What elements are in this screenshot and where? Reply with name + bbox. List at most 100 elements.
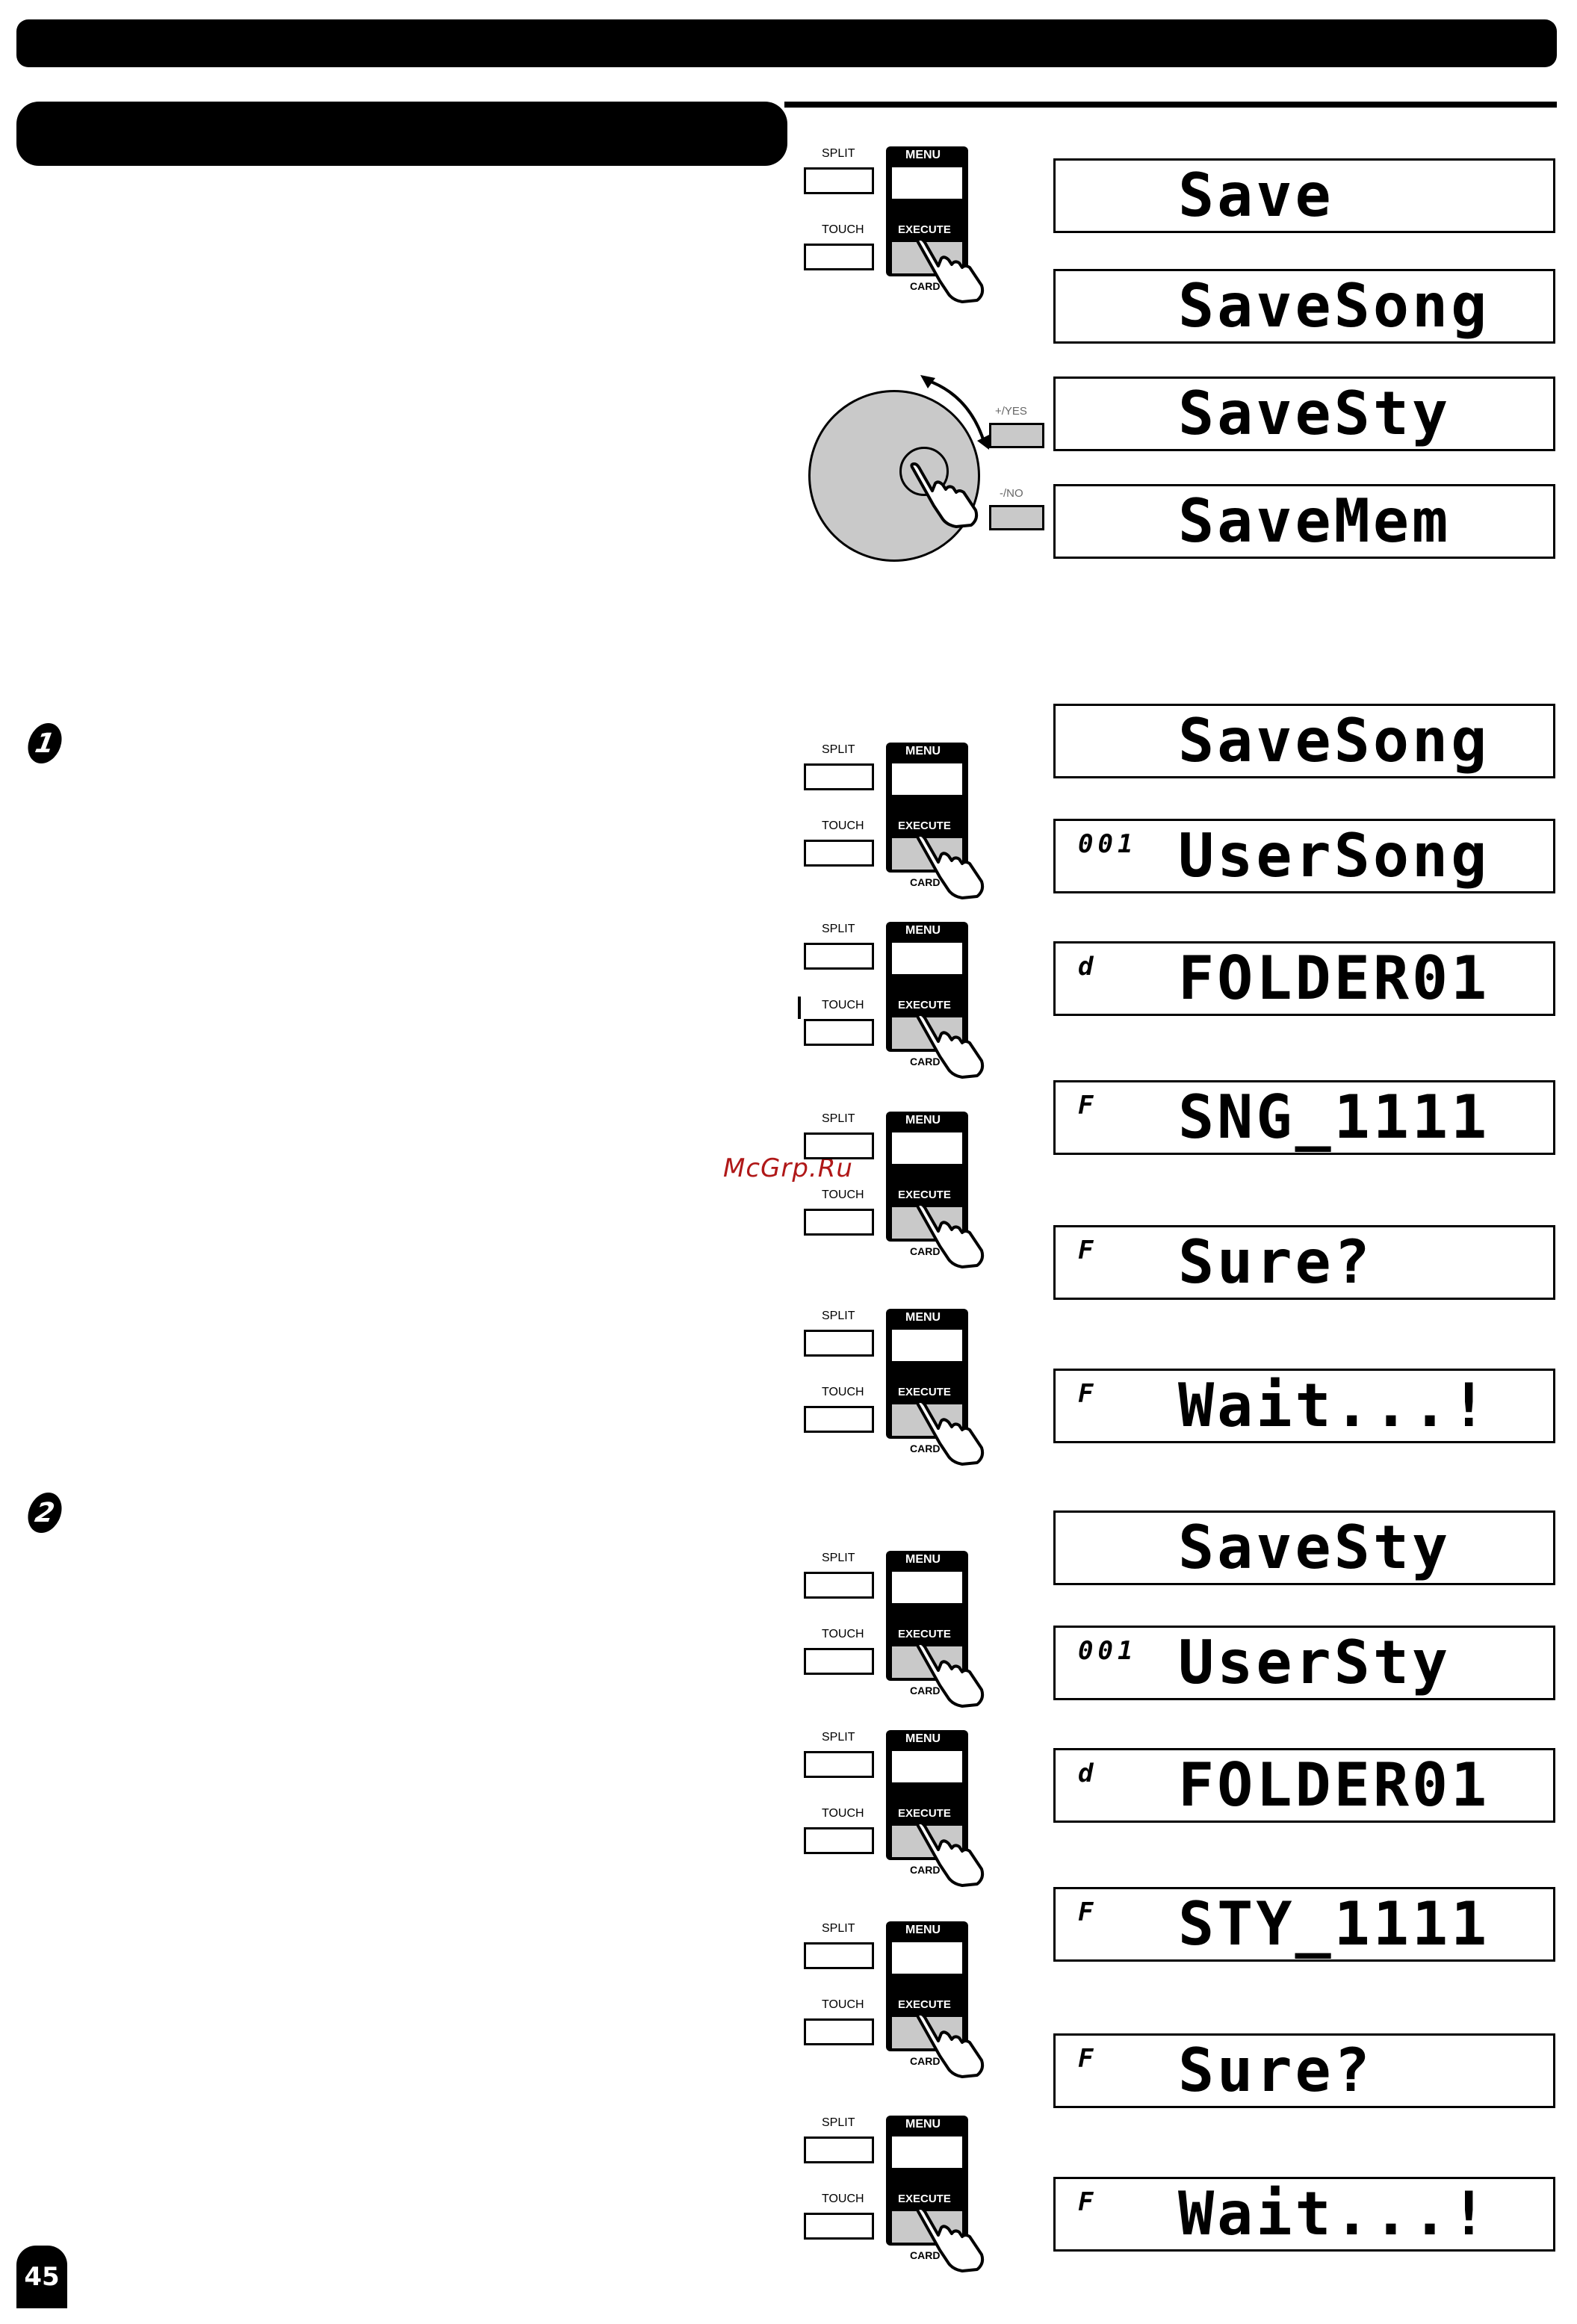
card-label: CARD <box>910 1685 941 1696</box>
no-button[interactable] <box>989 505 1044 530</box>
split-button[interactable] <box>804 1330 874 1357</box>
card-label: CARD <box>910 280 941 292</box>
yes-label: +/YES <box>995 405 1027 418</box>
split-button[interactable] <box>804 763 874 790</box>
split-button[interactable] <box>804 167 874 194</box>
lcd-display: SaveSty <box>1053 377 1555 451</box>
edge-mark <box>798 997 801 1019</box>
lcd-display: SaveMem <box>1053 484 1555 559</box>
step-1-bullet: 1 <box>25 723 65 763</box>
execute-label: EXECUTE <box>898 1628 951 1640</box>
lcd-text: FOLDER01 <box>1178 943 1490 1013</box>
menu-button[interactable] <box>892 167 962 199</box>
touch-button[interactable] <box>804 840 874 867</box>
card-label: CARD <box>910 2055 941 2067</box>
execute-label: EXECUTE <box>898 819 951 832</box>
split-button[interactable] <box>804 1132 874 1159</box>
pointing-hand-icon <box>916 834 985 899</box>
lcd-display: F SNG_1111 <box>1053 1080 1555 1155</box>
menu-button[interactable] <box>892 1942 962 1974</box>
lcd-text: SaveMem <box>1178 486 1451 556</box>
button-panel: SPLIT TOUCH MENU EXECUTE CARD <box>802 922 1004 1079</box>
pointing-hand-icon <box>916 1821 985 1887</box>
execute-label: EXECUTE <box>898 1386 951 1398</box>
split-label: SPLIT <box>822 923 855 935</box>
lcd-text: Sure? <box>1178 2036 1373 2105</box>
pointing-hand-icon <box>916 1400 985 1466</box>
card-label: CARD <box>910 2249 941 2261</box>
button-panel: SPLIT TOUCH MENU EXECUTE CARD <box>802 2116 1004 2272</box>
button-panel: SPLIT TOUCH MENU EXECUTE CARD <box>802 1112 1004 1268</box>
menu-button[interactable] <box>892 1751 962 1782</box>
lcd-text: FOLDER01 <box>1178 1750 1490 1820</box>
lcd-text: UserSty <box>1178 1628 1451 1697</box>
split-button[interactable] <box>804 1572 874 1599</box>
menu-label: MENU <box>905 1114 941 1127</box>
split-button[interactable] <box>804 943 874 970</box>
yes-button[interactable] <box>989 423 1044 448</box>
touch-button[interactable] <box>804 2213 874 2240</box>
split-button[interactable] <box>804 1942 874 1969</box>
lcd-text: SaveSty <box>1178 1513 1451 1582</box>
pointing-hand-icon <box>916 2012 985 2078</box>
menu-label: MENU <box>905 1732 941 1745</box>
execute-label: EXECUTE <box>898 1998 951 2011</box>
touch-label: TOUCH <box>822 1628 864 1640</box>
lcd-text: Wait...! <box>1178 1371 1490 1440</box>
lcd-text: Wait...! <box>1178 2179 1490 2249</box>
page-number: 45 <box>16 2246 67 2308</box>
menu-label: MENU <box>905 924 941 937</box>
section-rule <box>784 102 1557 108</box>
lcd-display: F Wait...! <box>1053 2177 1555 2252</box>
menu-button[interactable] <box>892 1132 962 1164</box>
button-panel: SPLIT TOUCH MENU EXECUTE CARD <box>802 1921 1004 2078</box>
card-label: CARD <box>910 1245 941 1257</box>
touch-label: TOUCH <box>822 1386 864 1398</box>
split-button[interactable] <box>804 2136 874 2163</box>
lcd-text: Save <box>1178 161 1334 230</box>
menu-button[interactable] <box>892 2136 962 2168</box>
lcd-text: SaveSong <box>1178 706 1490 775</box>
lcd-indicator: F <box>1078 2044 1098 2074</box>
card-label: CARD <box>910 876 941 888</box>
execute-label: EXECUTE <box>898 1189 951 1201</box>
split-label: SPLIT <box>822 1731 855 1744</box>
touch-button[interactable] <box>804 1209 874 1236</box>
menu-label: MENU <box>905 149 941 161</box>
split-label: SPLIT <box>822 1552 855 1564</box>
split-button[interactable] <box>804 1751 874 1778</box>
touch-button[interactable] <box>804 244 874 270</box>
pointing-hand-icon <box>910 462 979 528</box>
lcd-indicator: 001 <box>1078 1636 1138 1666</box>
lcd-display: F STY_1111 <box>1053 1887 1555 1962</box>
lcd-text: UserSong <box>1178 821 1490 890</box>
page-header-bar <box>16 19 1557 67</box>
lcd-display: 001 UserSong <box>1053 819 1555 893</box>
split-label: SPLIT <box>822 1922 855 1935</box>
menu-button[interactable] <box>892 1572 962 1603</box>
lcd-display: 001 UserSty <box>1053 1626 1555 1700</box>
menu-label: MENU <box>905 1311 941 1324</box>
lcd-indicator: F <box>1078 1236 1098 1265</box>
button-panel: SPLIT TOUCH MENU EXECUTE CARD <box>802 146 1004 303</box>
lcd-display: F Wait...! <box>1053 1369 1555 1443</box>
menu-button[interactable] <box>892 1330 962 1361</box>
execute-label: EXECUTE <box>898 999 951 1011</box>
button-panel: SPLIT TOUCH MENU EXECUTE CARD <box>802 1551 1004 1708</box>
touch-button[interactable] <box>804 2018 874 2045</box>
lcd-display: d FOLDER01 <box>1053 941 1555 1016</box>
menu-button[interactable] <box>892 763 962 795</box>
lcd-text: STY_1111 <box>1178 1889 1490 1959</box>
step-2-bullet: 2 <box>25 1493 65 1533</box>
lcd-text: SaveSong <box>1178 271 1490 341</box>
lcd-text: SNG_1111 <box>1178 1082 1490 1152</box>
touch-button[interactable] <box>804 1406 874 1433</box>
lcd-indicator: F <box>1078 2187 1098 2217</box>
touch-button[interactable] <box>804 1019 874 1046</box>
touch-button[interactable] <box>804 1648 874 1675</box>
touch-button[interactable] <box>804 1827 874 1854</box>
data-dial[interactable] <box>808 390 980 562</box>
menu-button[interactable] <box>892 943 962 974</box>
touch-label: TOUCH <box>822 1807 864 1820</box>
execute-label: EXECUTE <box>898 1807 951 1820</box>
